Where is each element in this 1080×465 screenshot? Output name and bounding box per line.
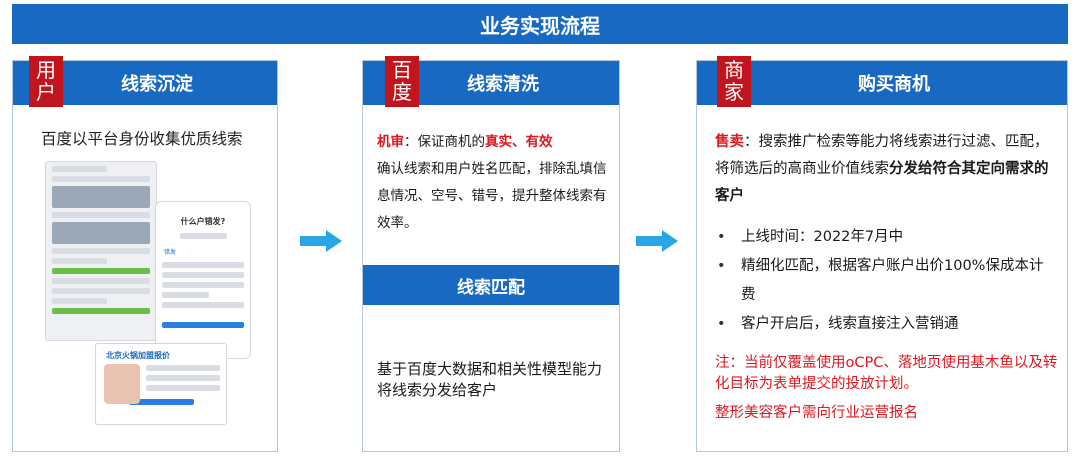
phone-ad-banner: 北京火锅加盟报价 bbox=[106, 351, 170, 360]
card-tag-user: 用 户 bbox=[29, 56, 63, 107]
phone-mockup-ad: 北京火锅加盟报价 bbox=[95, 343, 227, 425]
sub-header-lead-matching: 线索匹配 bbox=[363, 265, 619, 305]
list-item: 精细化匹配，根据客户账户出价100%保成本计费 bbox=[715, 252, 1055, 310]
phone-mockup-feed bbox=[45, 161, 157, 341]
card-title: 购买商机 bbox=[858, 74, 930, 95]
coverage-note: 注：当前仅覆盖使用oCPC、落地页使用基木鱼以及转化目标为表单提交的投放计划。 bbox=[715, 355, 1058, 392]
flow-title-banner: 业务实现流程 bbox=[12, 4, 1068, 44]
card-lead-collection: 用 户 线索沉淀 百度以平台身份收集优质线索 什么户错发? 错发 北京火锅加盟报… bbox=[12, 56, 278, 452]
matching-description: 基于百度大数据和相关性模型能力将线索分发给客户 bbox=[377, 360, 603, 399]
audit-description: 机审：保证商机的真实、有效 确认线索和用户姓名匹配，排除乱填信息情况、空号、错号… bbox=[377, 134, 607, 231]
phone-mockup-form: 什么户错发? 错发 bbox=[155, 201, 251, 359]
right-arrow-icon bbox=[636, 230, 678, 252]
list-item: 客户开启后，线索直接注入营销通 bbox=[715, 310, 1055, 339]
right-arrow-icon bbox=[300, 230, 342, 252]
sell-description: 售卖：搜索推广检索等能力将线索进行过滤、匹配，将筛选后的高商业价值线索分发给符合… bbox=[715, 134, 1049, 204]
sell-label: 售卖 bbox=[715, 134, 744, 150]
card-title: 线索沉淀 bbox=[121, 74, 193, 95]
card-title: 线索清洗 bbox=[467, 74, 539, 95]
card-buy-leads: 商 家 购买商机 售卖：搜索推广检索等能力将线索进行过滤、匹配，将筛选后的高商业… bbox=[696, 56, 1068, 452]
feature-list: 上线时间：2022年7月中 精细化匹配，根据客户账户出价100%保成本计费 客户… bbox=[715, 223, 1055, 339]
audit-highlight: 真实、有效 bbox=[485, 134, 553, 150]
phone-form-section: 错发 bbox=[164, 249, 177, 256]
card-subtitle: 百度以平台身份收集优质线索 bbox=[41, 130, 243, 148]
sub-header-title: 线索匹配 bbox=[457, 277, 525, 298]
flow-title: 业务实现流程 bbox=[480, 13, 600, 38]
card-lead-cleaning: 百 度 线索清洗 机审：保证商机的真实、有效 确认线索和用户姓名匹配，排除乱填信… bbox=[362, 56, 620, 452]
card-tag-merchant: 商 家 bbox=[717, 56, 751, 107]
registration-note: 整形美容客户需向行业运营报名 bbox=[715, 405, 918, 421]
sell-bold: 分发给符合其定向需求的客户 bbox=[715, 161, 1049, 204]
card-tag-baidu: 百 度 bbox=[385, 56, 419, 107]
avatar bbox=[104, 364, 140, 404]
audit-label: 机审 bbox=[377, 134, 404, 150]
phone-form-title: 什么户错发? bbox=[180, 217, 226, 226]
list-item: 上线时间：2022年7月中 bbox=[715, 223, 1055, 252]
card-header: 购买商机 bbox=[697, 61, 1067, 105]
